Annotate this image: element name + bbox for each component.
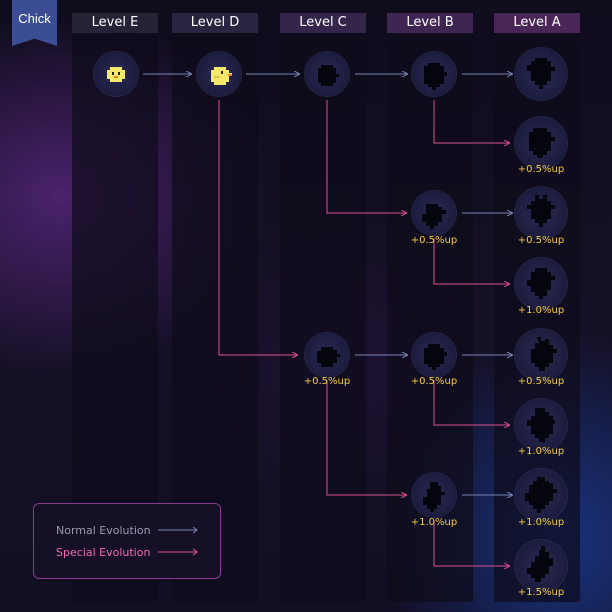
silhouette-icon: [527, 408, 555, 442]
special-line: [433, 100, 509, 143]
silhouette-icon: [525, 477, 557, 513]
legend-special-arrow: [158, 548, 198, 556]
special-line: [433, 238, 509, 284]
evolution-node-a5[interactable]: [515, 329, 567, 381]
silhouette-icon: [527, 58, 555, 89]
header-level-d: Level D: [172, 13, 258, 33]
silhouette-icon: [424, 63, 447, 90]
evolution-node-a4[interactable]: [515, 258, 567, 310]
silhouette-icon: [529, 128, 555, 158]
legend-normal-arrow: [158, 526, 198, 534]
chick-icon: [107, 67, 125, 82]
evolution-node-b1[interactable]: [412, 52, 456, 96]
bonus-label: +1.0%up: [517, 446, 565, 457]
special-line: [433, 380, 509, 425]
bonus-label: +0.5%up: [517, 376, 565, 387]
evolution-node-d1[interactable]: [197, 52, 241, 96]
bonus-label: +1.5%up: [517, 587, 565, 598]
bonus-label: +1.0%up: [410, 517, 458, 528]
header-level-b: Level B: [387, 13, 473, 33]
header-level-a: Level A: [494, 13, 580, 33]
character-tag[interactable]: Chick: [12, 0, 57, 46]
silhouette-icon: [527, 195, 555, 227]
column-level-c: [280, 10, 366, 602]
bonus-label: +0.5%up: [410, 376, 458, 387]
chick-icon: [211, 67, 232, 85]
evolution-node-a1[interactable]: [515, 48, 567, 100]
evolution-node-b4[interactable]: [412, 473, 456, 517]
silhouette-icon: [423, 482, 445, 512]
evolution-node-e1[interactable]: [94, 52, 138, 96]
silhouette-icon: [527, 546, 553, 582]
header-level-e: Level E: [72, 13, 158, 33]
bonus-label: +0.5%up: [303, 376, 351, 387]
special-line: [326, 100, 406, 213]
legend-special-label: Special Evolution: [56, 546, 151, 559]
header-level-c: Level C: [280, 13, 366, 33]
legend-normal-label: Normal Evolution: [56, 524, 151, 537]
bonus-label: +0.5%up: [410, 235, 458, 246]
bonus-label: +1.0%up: [517, 305, 565, 316]
evolution-node-b3[interactable]: [412, 333, 456, 377]
evolution-node-a6[interactable]: [515, 399, 567, 451]
special-line: [326, 380, 406, 495]
special-line: [433, 520, 509, 566]
special-line: [218, 100, 297, 355]
evolution-node-a3[interactable]: [515, 187, 567, 239]
silhouette-icon: [317, 347, 340, 367]
evolution-legend: Normal Evolution Special Evolution: [33, 503, 221, 579]
silhouette-icon: [318, 65, 339, 86]
silhouette-icon: [531, 337, 557, 371]
evolution-node-a7[interactable]: [515, 469, 567, 521]
evolution-node-c1[interactable]: [305, 52, 349, 96]
evolution-node-b2[interactable]: [412, 191, 456, 235]
silhouette-icon: [422, 204, 446, 229]
bonus-label: +0.5%up: [517, 164, 565, 175]
evolution-node-a2[interactable]: [515, 117, 567, 169]
silhouette-icon: [424, 344, 447, 370]
bonus-label: +1.0%up: [517, 517, 565, 528]
silhouette-icon: [527, 268, 555, 299]
bonus-label: +0.5%up: [517, 235, 565, 246]
evolution-node-a8[interactable]: [515, 540, 567, 592]
evolution-node-c2[interactable]: [305, 333, 349, 377]
